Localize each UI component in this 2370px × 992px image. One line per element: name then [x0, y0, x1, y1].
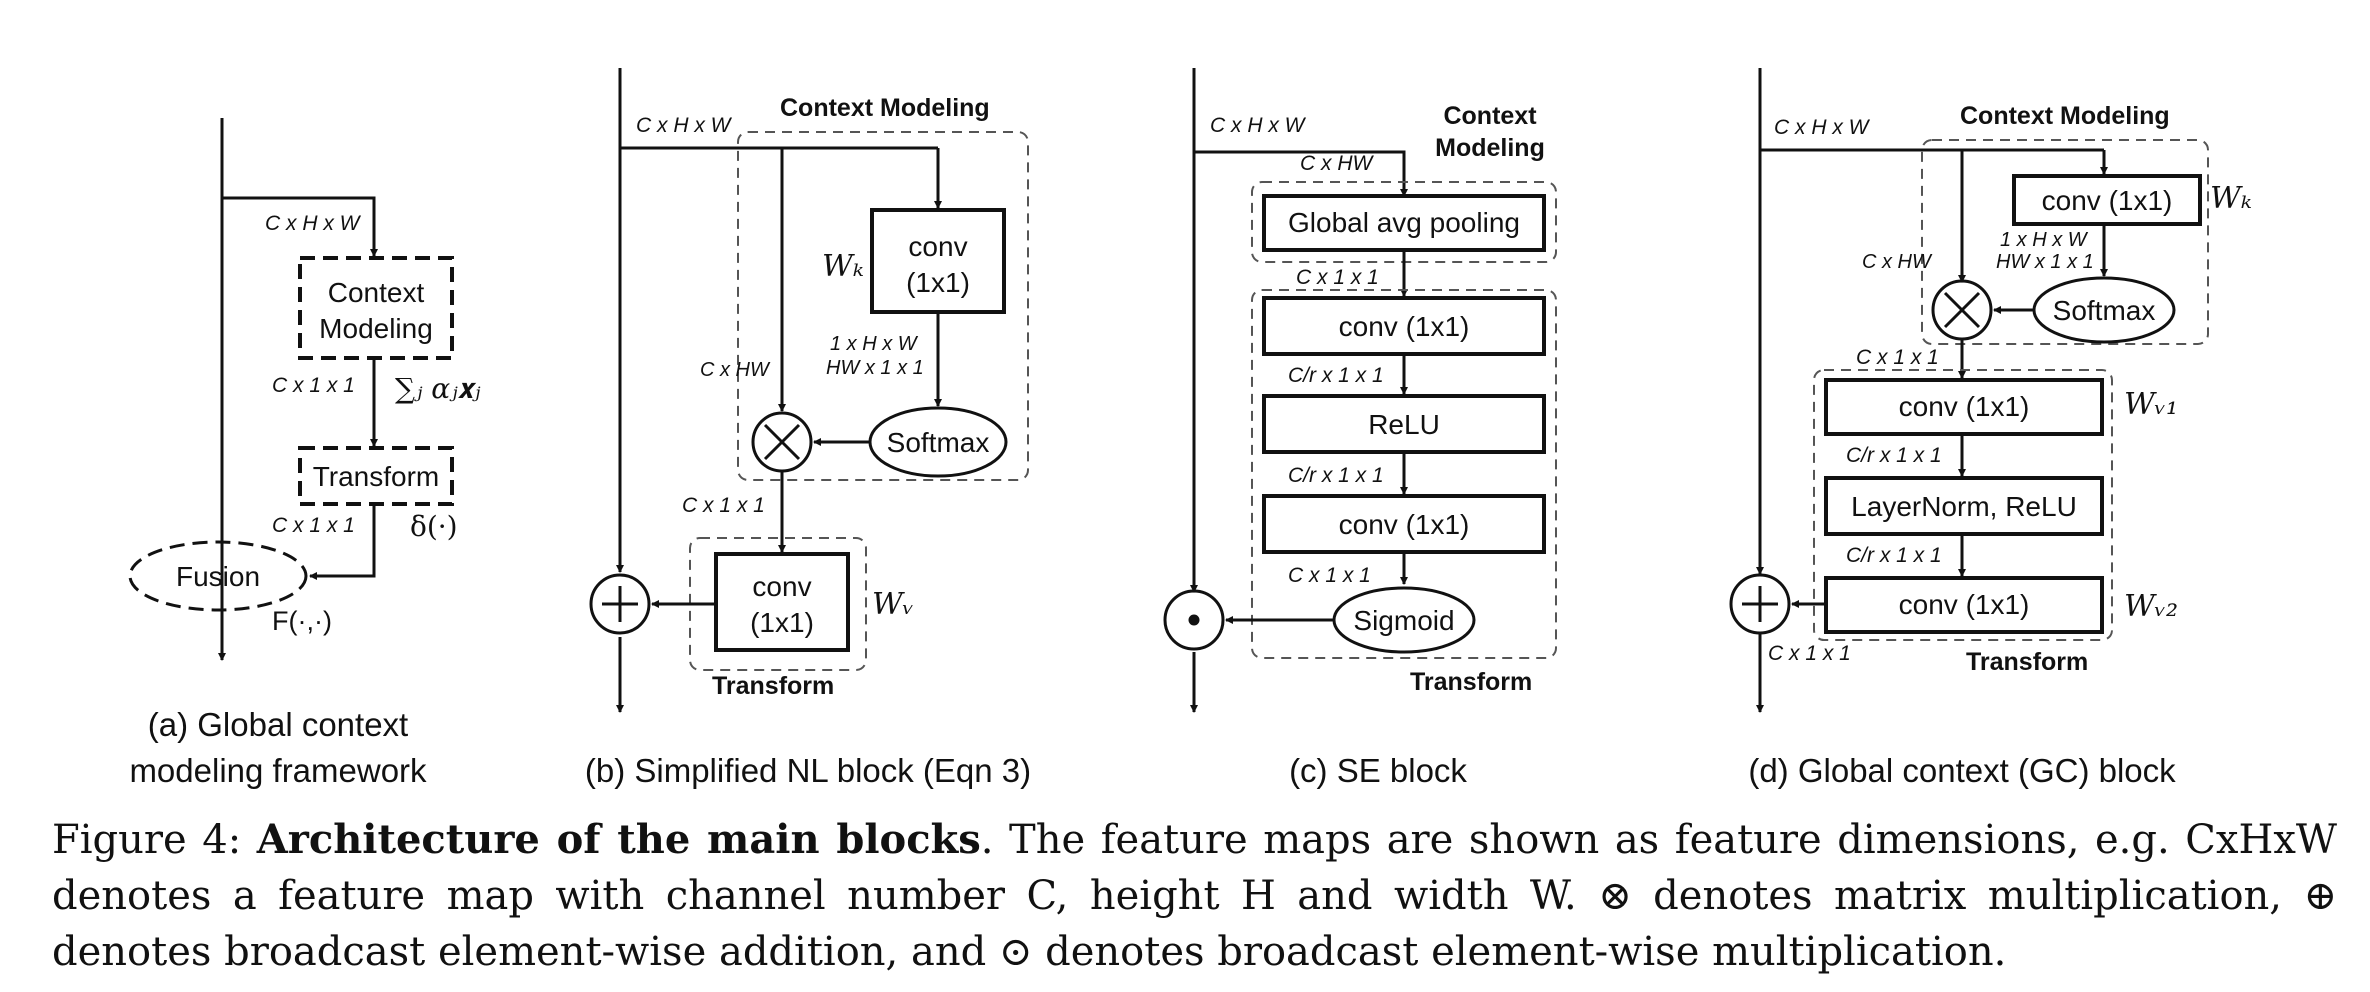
d-ln-box	[1824, 476, 2104, 536]
d-softmax-label: Softmax	[2053, 295, 2156, 326]
c-context-title-2: Modeling	[1435, 134, 1545, 162]
d-transform-title: Transform	[1966, 648, 2088, 676]
a-context-line2: Modeling	[319, 313, 433, 344]
architecture-diagram: C x H x W Context Modeling C x 1 x 1 ∑ⱼ …	[128, 68, 2252, 789]
a-dim-in: C x H x W	[265, 212, 362, 235]
a-delta: δ(·)	[410, 510, 458, 543]
panel-b	[589, 68, 1029, 713]
panel-d	[1729, 68, 2209, 713]
panel-c	[1163, 68, 1557, 713]
c-transform-region	[1251, 289, 1557, 659]
a-formula: ∑ⱼ αⱼ𝐱ⱼ	[395, 372, 481, 405]
b-matmul-icon-b	[763, 423, 801, 461]
c-sigmoid-label: Sigmoid	[1353, 605, 1454, 636]
d-conv-box	[2012, 174, 2202, 226]
c-conv2-label: conv (1x1)	[1339, 509, 1470, 540]
c-elementwise-icon	[1188, 614, 1200, 626]
a-transform-label: Transform	[313, 461, 440, 492]
d-conv2-label: conv (1x1)	[1899, 589, 2030, 620]
d-transform-region	[1813, 369, 2113, 641]
d-context-title: Context Modeling	[1960, 102, 2170, 130]
a-fusion-ellipse	[128, 540, 308, 612]
b-dim-mid: C x 1 x 1	[682, 494, 765, 517]
c-conv1-label: conv (1x1)	[1339, 311, 1470, 342]
caption-label: Figure 4:	[52, 817, 257, 863]
c-elementwise-node	[1163, 589, 1225, 651]
c-branch-line	[1194, 150, 1408, 197]
b-caption: (b) Simplified NL block (Eqn 3)	[585, 752, 1031, 789]
c-pool-label: Global avg pooling	[1288, 207, 1520, 238]
d-conv-label: conv (1x1)	[2042, 185, 2173, 216]
a-fusion-label: Fusion	[176, 561, 260, 592]
c-transform-title: Transform	[1410, 668, 1532, 696]
b-context-title: Context Modeling	[780, 94, 990, 122]
d-wk: Wₖ	[2210, 181, 2252, 216]
d-wv2: Wᵥ₂	[2124, 589, 2178, 624]
d-conv1-box	[1824, 378, 2104, 436]
b-softmax-label: Softmax	[887, 427, 990, 458]
b-dim-key1: 1 x H x W	[830, 333, 919, 355]
c-dim-2: C x 1 x 1	[1288, 564, 1371, 587]
a-transform-to-fusion	[309, 504, 376, 580]
b-add-node	[589, 573, 651, 635]
b-conv-line1: conv	[908, 231, 967, 262]
c-dim-1: C x 1 x 1	[1296, 266, 1379, 289]
a-caption-line1: (a) Global context	[148, 706, 408, 743]
b-conv-t-line2: (1x1)	[750, 607, 814, 638]
panel-a	[128, 118, 454, 661]
b-context-region	[737, 131, 1029, 481]
d-ln-label: LayerNorm, ReLU	[1851, 491, 2077, 522]
c-dim-r1: C/r x 1 x 1	[1288, 364, 1384, 387]
b-conv-t-line1: conv	[752, 571, 811, 602]
c-dim-hw: C x HW	[1300, 152, 1375, 175]
a-branch-line	[222, 196, 378, 257]
a-dim-out: C x 1 x 1	[272, 514, 355, 537]
a-context-box	[298, 256, 454, 360]
d-caption: (d) Global context (GC) block	[1748, 752, 2176, 789]
a-context-line1: Context	[328, 277, 425, 308]
b-conv-line2: (1x1)	[906, 267, 970, 298]
c-relu-label: ReLU	[1368, 409, 1440, 440]
caption-bold: Architecture of the main blocks	[256, 816, 981, 863]
b-wk: Wₖ	[822, 249, 864, 284]
d-dim-r1: C/r x 1 x 1	[1846, 444, 1942, 467]
d-dim-key1: 1 x H x W	[2000, 229, 2089, 251]
a-transform-box	[298, 446, 454, 506]
d-context-region	[1921, 139, 2209, 345]
b-transform-region	[689, 537, 867, 671]
d-dim-value: C x HW	[1862, 251, 1933, 273]
d-dim-r2: C/r x 1 x 1	[1846, 544, 1942, 567]
a-fusion-fn: F(·,·)	[272, 606, 332, 636]
c-context-title-1: Context	[1443, 102, 1537, 130]
b-conv-t-box	[714, 552, 850, 652]
d-dim-out: C x 1 x 1	[1768, 642, 1851, 665]
a-caption-line2: modeling framework	[129, 752, 427, 789]
a-dim-mid: C x 1 x 1	[272, 374, 355, 397]
b-wv: Wᵥ	[872, 587, 914, 622]
c-caption: (c) SE block	[1289, 752, 1467, 789]
d-wv1: Wᵥ₁	[2124, 387, 2178, 422]
d-conv1-label: conv (1x1)	[1899, 391, 2030, 422]
d-add-node	[1729, 573, 1791, 635]
figure-caption: Figure 4: Architecture of the main block…	[52, 812, 2337, 980]
b-dim-in: C x H x W	[636, 114, 733, 137]
caption-text: . The feature maps are shown as feature …	[52, 817, 2337, 975]
d-matmul-icon-b	[1943, 291, 1981, 329]
c-dim-in: C x H x W	[1210, 114, 1307, 137]
b-dim-value: C x HW	[700, 359, 771, 381]
b-dim-key2: HW x 1 x 1	[826, 357, 924, 379]
d-dim-mid: C x 1 x 1	[1856, 346, 1939, 369]
d-dim-in: C x H x W	[1774, 116, 1871, 139]
c-dim-r2: C/r x 1 x 1	[1288, 464, 1384, 487]
d-dim-key2: HW x 1 x 1	[1996, 251, 2094, 273]
b-transform-title: Transform	[712, 672, 834, 700]
